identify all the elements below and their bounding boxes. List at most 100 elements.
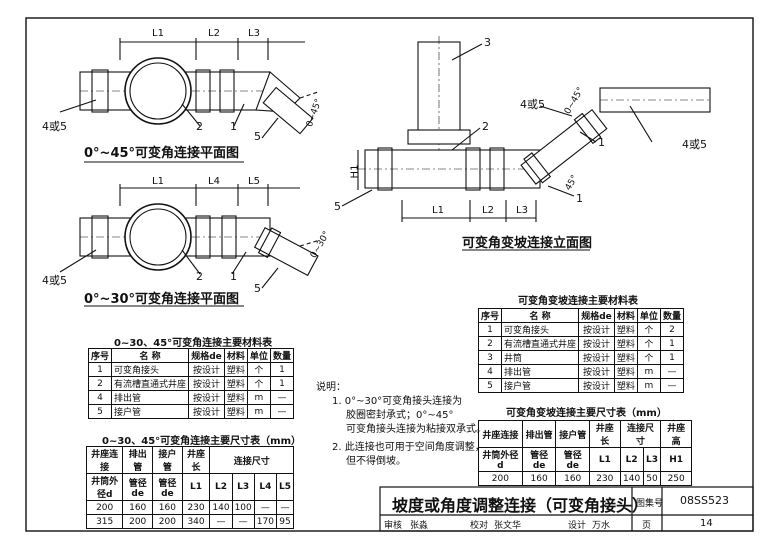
- cell: 个: [246, 362, 271, 377]
- header-cell: 井座高: [660, 420, 692, 448]
- cell: 按设计: [578, 378, 615, 393]
- notes-heading: 说明：: [316, 382, 346, 393]
- cell: 140: [619, 471, 644, 486]
- cell: 315: [85, 514, 124, 529]
- cell: 200: [85, 500, 124, 515]
- header-cell: L4: [253, 473, 277, 501]
- dim-label: L2: [208, 28, 220, 39]
- table-row: 200 160 160 230 140 50 250: [478, 471, 692, 486]
- cell: 塑料: [223, 404, 248, 419]
- table-row: 200 160 160 230 140 100 — —: [85, 500, 295, 515]
- header-cell: 井筒外径d: [85, 473, 124, 501]
- header-cell: 井筒外径d: [478, 447, 523, 472]
- callout-label: 5: [334, 200, 341, 213]
- cell: 排出管: [111, 390, 190, 405]
- design-label: 设计: [568, 521, 587, 531]
- cell: 160: [152, 500, 183, 515]
- cell: —: [253, 500, 277, 515]
- note-line: 胶圈密封承式；0°~45°: [346, 410, 454, 421]
- cell: 排出管: [501, 364, 580, 379]
- cell: 1: [87, 362, 113, 377]
- header-cell: L1: [589, 447, 621, 472]
- callout-label: 4或5: [682, 138, 707, 151]
- cell: 塑料: [613, 350, 638, 365]
- header-cell: 单位: [246, 348, 271, 363]
- cell: 2: [477, 336, 503, 351]
- callout-label: 3: [484, 36, 491, 49]
- cell: 塑料: [613, 364, 638, 379]
- title-block-frame: [379, 486, 754, 532]
- table-header-row: 井座连接 排出管 接户管 井座长 连接尺寸: [85, 446, 294, 474]
- dim-label: L1: [432, 205, 444, 216]
- cell: 1: [659, 350, 685, 365]
- review-label: 审核: [384, 521, 403, 531]
- header-cell: 连接尺寸: [619, 420, 662, 448]
- cell: 50: [642, 471, 662, 486]
- callout-label: 4或5: [520, 98, 545, 111]
- plan-view-30: [59, 184, 321, 289]
- cell: 塑料: [223, 362, 248, 377]
- cell: —: [275, 500, 295, 515]
- design-name: 万水: [592, 521, 611, 531]
- callout-label: 2: [196, 120, 203, 133]
- table-row: 4 排出管 按设计 塑料 m —: [477, 364, 685, 379]
- cell: 井筒: [501, 350, 580, 365]
- plan30-title: 0°~30°可变角连接平面图: [84, 292, 240, 307]
- header-cell: 连接尺寸: [209, 446, 294, 474]
- cell: 塑料: [223, 376, 248, 391]
- dim-label: L5: [248, 176, 260, 187]
- header-cell: L3: [642, 447, 662, 472]
- cell: 1: [477, 322, 503, 337]
- cell: 按设计: [188, 404, 225, 419]
- header-cell: 单位: [636, 308, 661, 323]
- dim-label: L1: [152, 176, 164, 187]
- cell: 可变角接头: [111, 362, 190, 377]
- page-label: 页: [642, 521, 652, 531]
- header-cell: 材料: [613, 308, 638, 323]
- header-cell: 名 称: [501, 308, 580, 323]
- cell: 可变角接头: [501, 322, 580, 337]
- header-cell: 名 称: [111, 348, 190, 363]
- elevation-title: 可变角变坡连接立面图: [462, 236, 593, 251]
- table-row: 5 接户管 按设计 塑料 m —: [87, 404, 295, 419]
- cell: 340: [181, 514, 211, 529]
- cell: 160: [521, 471, 557, 486]
- cell: 个: [636, 336, 661, 351]
- cell: 按设计: [578, 364, 615, 379]
- cell: —: [659, 378, 685, 393]
- cell: —: [269, 390, 295, 405]
- table-row: 2 有流槽直通式井座 按设计 塑料 个 1: [87, 376, 295, 391]
- callout-label: 1: [576, 192, 583, 205]
- cell: 230: [589, 471, 621, 486]
- callout-label: 2: [196, 270, 203, 283]
- cell: 200: [152, 514, 183, 529]
- atlas-label: 图集号: [636, 499, 664, 509]
- cell: 5: [477, 378, 503, 393]
- header-cell: 数量: [659, 308, 685, 323]
- header-cell: 规格de: [578, 308, 615, 323]
- cell: 接户管: [501, 378, 580, 393]
- header-cell: 排出管: [122, 446, 154, 474]
- left-sizes-table: 井座连接 排出管 接户管 井座长 连接尺寸 井筒外径d 管径de 管径de L1…: [85, 446, 295, 529]
- cell: —: [269, 404, 295, 419]
- cell: 2: [659, 322, 685, 337]
- table-header-row: 序号 名 称 规格de 材料 单位 数量: [477, 308, 685, 323]
- table-row: 2 有流槽直通式井座 按设计 塑料 个 1: [477, 336, 685, 351]
- table-row: 315 200 200 340 — — 170 95: [85, 514, 295, 529]
- header-cell: 排出管: [521, 420, 557, 448]
- table-row: 3 井筒 按设计 塑料 个 1: [477, 350, 685, 365]
- cell: 有流槽直通式井座: [111, 376, 190, 391]
- table-header-row: 井座连接 排出管 接户管 井座长 连接尺寸 井座高: [478, 420, 692, 448]
- cell: 1: [659, 336, 685, 351]
- cell: 塑料: [223, 390, 248, 405]
- cell: 塑料: [613, 378, 638, 393]
- header-cell: 管径de: [122, 473, 154, 501]
- plan45-title: 0°~45°可变角连接平面图: [84, 146, 240, 161]
- cell: 按设计: [188, 362, 225, 377]
- dim-label: L3: [248, 28, 260, 39]
- header-cell: 井座连接: [85, 446, 124, 474]
- cell: 1: [269, 362, 295, 377]
- dim-label: L4: [208, 176, 220, 187]
- cell: 按设计: [578, 336, 615, 351]
